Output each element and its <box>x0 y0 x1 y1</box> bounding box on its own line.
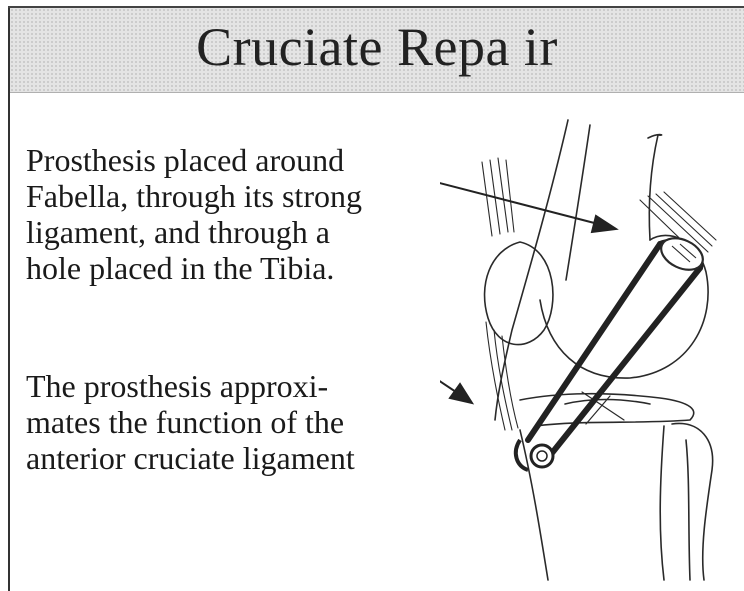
slide-left-border <box>8 8 10 591</box>
description-line: hole placed in the Tibia. <box>26 250 362 286</box>
posterior-femur-top <box>648 135 662 138</box>
femur-outline <box>495 120 568 420</box>
fibula-inner <box>686 440 690 580</box>
prosthesis-loop <box>528 242 701 458</box>
tibia-outline-right <box>660 426 664 580</box>
function-line: anterior cruciate ligament <box>26 440 355 476</box>
posterior-femur <box>649 135 658 240</box>
description-line: Fabella, through its strong <box>26 178 362 214</box>
function-paragraph: The prosthesis approxi- mates the functi… <box>26 368 355 476</box>
description-paragraph: Prosthesis placed around Fabella, throug… <box>26 142 362 286</box>
patella-outline <box>485 242 553 345</box>
function-line: mates the function of the <box>26 404 355 440</box>
knee-joint-illustration <box>440 110 744 591</box>
fibula-outline <box>672 423 713 580</box>
function-line: The prosthesis approxi- <box>26 368 355 404</box>
title-banner: Cruciate Repa ir <box>10 8 744 93</box>
description-line: Prosthesis placed around <box>26 142 362 178</box>
meniscus <box>565 400 650 405</box>
pointer-arrows <box>440 180 616 403</box>
tibia-hole-inner <box>537 451 547 461</box>
femur-outline-inner <box>566 125 590 280</box>
slide-title: Cruciate Repa ir <box>10 16 744 78</box>
tendon-lines <box>482 158 514 236</box>
description-line: ligament, and through a <box>26 214 362 250</box>
